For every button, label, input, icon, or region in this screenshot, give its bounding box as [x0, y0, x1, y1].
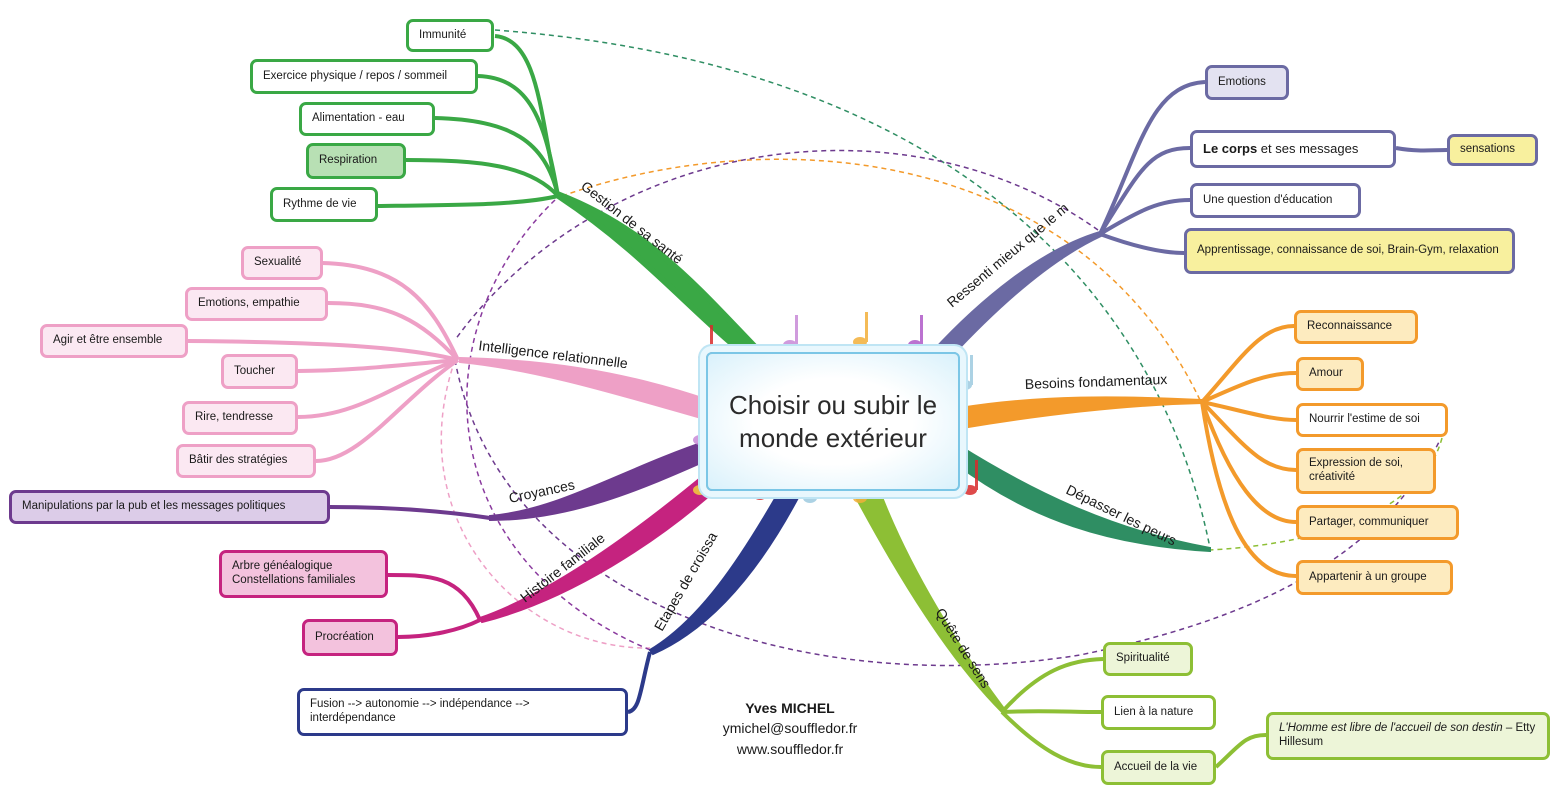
- node-label-line1: Arbre généalogique: [232, 560, 333, 573]
- music-note-icon: [963, 460, 978, 495]
- connectors-relationnelle: [187, 261, 460, 463]
- branch-croyances: [489, 438, 714, 522]
- music-note-icon: [853, 312, 868, 347]
- node-emotions-empathie[interactable]: Emotions, empathie: [185, 287, 328, 321]
- node-apprentissage[interactable]: Apprentissage, connaissance de soi, Brai…: [1184, 228, 1515, 274]
- node-label: Sexualité: [254, 256, 302, 269]
- node-label: Accueil de la vie: [1114, 760, 1198, 773]
- link-sante-besoins: [561, 158, 1201, 401]
- node-label: Emotions: [1218, 75, 1266, 88]
- node-label: Partager, communiquer: [1309, 515, 1429, 528]
- node-label: Agir et être ensemble: [53, 334, 163, 347]
- node-batir[interactable]: Bâtir des stratégies: [176, 444, 316, 478]
- music-note-icon: [783, 315, 798, 350]
- node-label: Procréation: [315, 630, 374, 643]
- node-manipulations[interactable]: Manipulations par la pub et les messages…: [9, 490, 330, 524]
- connectors-sens: [1000, 657, 1267, 769]
- node-label: Fusion --> autonomie --> indépendance --…: [310, 698, 530, 724]
- central-topic-line2: monde extérieur: [739, 422, 927, 453]
- node-amour[interactable]: Amour: [1296, 357, 1364, 391]
- branch-sante: [557, 190, 765, 356]
- node-accueil[interactable]: Accueil de la vie: [1101, 750, 1216, 785]
- node-label: Emotions, empathie: [198, 297, 300, 310]
- node-education[interactable]: Une question d'éducation: [1190, 183, 1361, 218]
- author-credit: Yves MICHEL ymichel@souffledor.fr www.so…: [700, 698, 880, 759]
- node-estime[interactable]: Nourrir l'estime de soi: [1296, 403, 1448, 437]
- node-label: Manipulations par la pub et les messages…: [22, 500, 286, 513]
- node-label: Une question d'éducation: [1203, 193, 1333, 206]
- node-label: Toucher: [234, 364, 275, 377]
- music-note-icon: [958, 355, 973, 390]
- node-label: Apprentissage, connaissance de soi, Brai…: [1197, 244, 1499, 257]
- node-immunite[interactable]: Immunité: [406, 19, 494, 52]
- node-label: Expression de soi, créativité: [1309, 457, 1403, 483]
- author-website[interactable]: www.souffledor.fr: [736, 740, 844, 757]
- node-label: Amour: [1309, 367, 1343, 380]
- author-name: Yves MICHEL: [745, 700, 835, 716]
- quote-text: L'Homme est libre de l'accueil de son de…: [1279, 722, 1503, 735]
- branch-peurs: [953, 443, 1211, 553]
- node-quote[interactable]: L'Homme est libre de l'accueil de son de…: [1266, 712, 1550, 760]
- node-partager[interactable]: Partager, communiquer: [1296, 505, 1459, 540]
- connectors-ressenti: [1098, 80, 1448, 255]
- node-rire[interactable]: Rire, tendresse: [182, 401, 298, 435]
- node-label: Exercice physique / repos / sommeil: [263, 69, 448, 82]
- branch-etapes: [648, 488, 802, 656]
- branch-familiale: [478, 468, 720, 624]
- node-exercice[interactable]: Exercice physique / repos / sommeil: [250, 59, 478, 94]
- node-label-bold: Le corps: [1203, 141, 1258, 157]
- node-rythme[interactable]: Rythme de vie: [270, 187, 378, 222]
- author-email[interactable]: ymichel@souffledor.fr: [722, 720, 858, 737]
- node-label-rest: et ses messages: [1257, 141, 1359, 157]
- node-label: Immunité: [419, 28, 467, 41]
- node-agir[interactable]: Agir et être ensemble: [40, 324, 188, 358]
- node-alimentation[interactable]: Alimentation - eau: [299, 102, 435, 136]
- node-label: Rire, tendresse: [195, 411, 273, 424]
- node-label: Rythme de vie: [283, 197, 357, 210]
- branch-relationnelle: [459, 356, 709, 422]
- node-label-line2: Constellations familiales: [232, 574, 356, 586]
- node-fusion[interactable]: Fusion --> autonomie --> indépendance --…: [297, 688, 628, 736]
- node-label: sensations: [1460, 143, 1515, 156]
- music-notes-decoration: [693, 312, 978, 503]
- connector-manipulations: [329, 505, 491, 520]
- branch-label-sens: Quête de sens: [932, 605, 994, 691]
- node-label: Nourrir l'estime de soi: [1309, 413, 1420, 426]
- node-label: Bâtir des stratégies: [189, 454, 288, 467]
- music-note-icon: [908, 315, 923, 350]
- branch-label-besoins: Besoins fondamentaux: [1025, 371, 1168, 392]
- node-label: Appartenir à un groupe: [1309, 570, 1427, 583]
- node-respiration[interactable]: Respiration: [306, 143, 406, 179]
- node-appartenir[interactable]: Appartenir à un groupe: [1296, 560, 1453, 595]
- link-ressenti-sante: [454, 149, 1099, 341]
- node-expression[interactable]: Expression de soi, créativité: [1296, 448, 1436, 494]
- node-toucher[interactable]: Toucher: [221, 354, 298, 389]
- link-croyances-besoins: [454, 359, 1441, 667]
- node-label: Lien à la nature: [1114, 705, 1194, 718]
- connectors-familiale: [387, 573, 482, 639]
- node-corps[interactable]: Le corps et ses messages: [1190, 130, 1396, 168]
- node-reconnaissance[interactable]: Reconnaissance: [1294, 310, 1418, 344]
- node-spiritualite[interactable]: Spiritualité: [1103, 642, 1193, 676]
- link-relationnelle-etapes: [440, 359, 651, 649]
- node-procreation[interactable]: Procréation: [302, 619, 398, 656]
- node-label: Alimentation - eau: [312, 112, 405, 125]
- node-nature[interactable]: Lien à la nature: [1101, 695, 1216, 730]
- node-emotions[interactable]: Emotions: [1205, 65, 1289, 100]
- quote-author: – Etty Hillesum: [1279, 722, 1536, 748]
- node-label: Spiritualité: [1116, 652, 1170, 665]
- node-sensations[interactable]: sensations: [1447, 134, 1538, 166]
- connectors-sante: [377, 34, 560, 208]
- connector-fusion: [627, 651, 652, 714]
- connectors-besoins: [1200, 324, 1297, 578]
- central-topic-line1: Choisir ou subir le: [728, 390, 938, 420]
- node-sexualite[interactable]: Sexualité: [241, 246, 323, 280]
- link-sante-etapes: [466, 199, 656, 653]
- node-label: Reconnaissance: [1307, 320, 1393, 333]
- node-label: Respiration: [319, 154, 378, 167]
